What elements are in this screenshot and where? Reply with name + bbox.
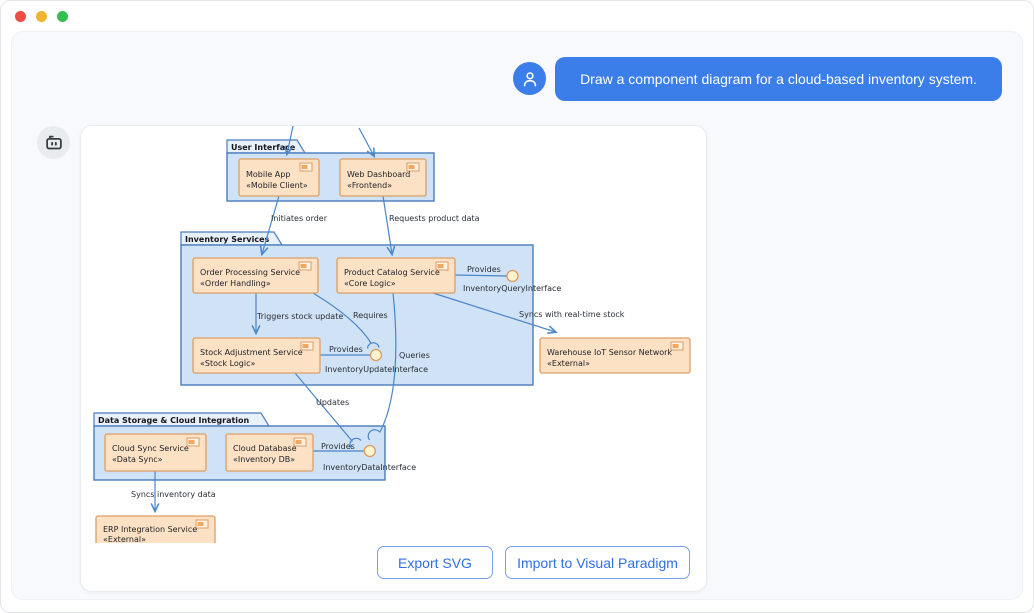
component-cloud-sync: Cloud Sync Service «Data Sync»	[104, 433, 207, 472]
component-stock-adjustment: Stock Adjustment Service «Stock Logic»	[192, 337, 321, 374]
user-avatar	[513, 62, 546, 95]
component-stereotype: «Stock Logic»	[200, 359, 255, 368]
component-name: ERP Integration Service	[103, 525, 197, 534]
minimize-button[interactable]	[36, 11, 47, 22]
title-bar	[1, 1, 1033, 31]
component-name: Warehouse IoT Sensor Network	[547, 348, 672, 357]
diagram-card: User Interface Inventory Services Data S…	[80, 125, 707, 592]
user-message-text: Draw a component diagram for a cloud-bas…	[580, 71, 977, 87]
component-box	[238, 158, 320, 197]
edge-label: Requests product data	[389, 214, 480, 223]
component-icon-inner	[295, 440, 302, 444]
interface-ball-data	[363, 444, 376, 458]
component-box	[539, 337, 691, 374]
edge-to-mobile-app	[287, 126, 294, 154]
bot-avatar	[37, 126, 70, 159]
edge-label: Queries	[399, 351, 430, 360]
edge-updates	[294, 372, 353, 442]
edge-syncs-realtime	[432, 292, 556, 332]
component-stereotype: «Data Sync»	[112, 455, 163, 464]
edge-label: Provides	[321, 442, 355, 451]
component-stereotype: «External»	[103, 535, 146, 543]
component-name: Order Processing Service	[200, 268, 300, 277]
component-icon-inner	[300, 264, 307, 268]
interface-label: InventoryDataInterface	[323, 463, 416, 472]
component-stereotype: «Mobile Client»	[246, 181, 308, 190]
component-icon-inner	[188, 440, 195, 444]
component-name: Web Dashboard	[347, 170, 410, 179]
socket-requires	[366, 342, 380, 349]
component-box	[104, 433, 207, 472]
component-stereotype: «Order Handling»	[200, 279, 271, 288]
user-message-bubble: Draw a component diagram for a cloud-bas…	[555, 57, 1002, 101]
component-box	[225, 433, 314, 472]
component-box	[339, 158, 427, 197]
maximize-button[interactable]	[57, 11, 68, 22]
component-mobile-app: Mobile App «Mobile Client»	[238, 158, 320, 197]
edge-label: Syncs with real-time stock	[519, 310, 625, 319]
component-box	[192, 257, 319, 294]
interface-ball-query	[506, 269, 519, 283]
component-icon-inner	[408, 165, 415, 169]
component-stereotype: «Frontend»	[347, 181, 392, 190]
edge-label: Triggers stock update	[256, 312, 343, 321]
package-title: Inventory Services	[185, 235, 270, 244]
component-stereotype: «External»	[547, 359, 590, 368]
component-diagram: User Interface Inventory Services Data S…	[93, 126, 691, 543]
edge-label: Initiates order	[271, 214, 328, 223]
component-box	[192, 337, 321, 374]
edge-initiates-order	[262, 195, 280, 254]
edge-requests-product-data	[382, 195, 392, 254]
component-box	[95, 515, 216, 543]
component-warehouse-iot: Warehouse IoT Sensor Network «External»	[539, 337, 691, 374]
edge-label: Provides	[467, 265, 501, 274]
component-name: Mobile App	[246, 170, 290, 179]
component-erp: ERP Integration Service «External»	[95, 515, 216, 543]
package-title: User Interface	[231, 143, 296, 152]
component-icon-inner	[302, 344, 309, 348]
edge-label: Updates	[316, 398, 349, 407]
component-name: Cloud Database	[233, 444, 297, 453]
edge-to-web-dashboard	[358, 127, 374, 156]
component-icon-inner	[197, 522, 204, 526]
robot-icon	[45, 135, 62, 149]
component-stereotype: «Core Logic»	[344, 279, 396, 288]
edge-queries	[379, 292, 397, 433]
person-icon	[523, 71, 536, 86]
package-title: Data Storage & Cloud Integration	[98, 416, 250, 425]
socket-updates	[349, 437, 362, 449]
export-svg-button[interactable]: Export SVG	[377, 546, 493, 579]
import-visual-paradigm-button[interactable]: Import to Visual Paradigm	[505, 546, 690, 579]
component-name: Stock Adjustment Service	[200, 348, 303, 357]
component-icon-inner	[301, 165, 308, 169]
edge-provides-query	[454, 274, 507, 277]
edge-label: Provides	[329, 345, 363, 354]
component-icon-inner	[672, 344, 679, 348]
edge-label: Syncs inventory data	[131, 490, 216, 499]
interface-label: InventoryQueryInterface	[463, 284, 561, 293]
diagram-labels: Initiates order Requests product data Tr…	[131, 214, 625, 499]
component-icon-inner	[437, 264, 444, 268]
component-name: Product Catalog Service	[344, 268, 440, 277]
component-stereotype: «Inventory DB»	[233, 455, 295, 464]
component-order-processing: Order Processing Service «Order Handling…	[192, 257, 319, 294]
interface-ball-update	[369, 348, 383, 362]
socket-queries	[367, 429, 381, 441]
component-web-dashboard: Web Dashboard «Frontend»	[339, 158, 427, 197]
edge-requires	[312, 292, 372, 344]
chat-panel: Draw a component diagram for a cloud-bas…	[11, 31, 1023, 600]
close-button[interactable]	[15, 11, 26, 22]
component-name: Cloud Sync Service	[112, 444, 189, 453]
edge-label: Requires	[353, 311, 388, 320]
component-product-catalog: Product Catalog Service «Core Logic»	[336, 257, 456, 294]
component-cloud-database: Cloud Database «Inventory DB»	[225, 433, 314, 472]
component-box	[336, 257, 456, 294]
diagram-edges	[155, 126, 556, 511]
interface-label: InventoryUpdateInterface	[325, 365, 428, 374]
